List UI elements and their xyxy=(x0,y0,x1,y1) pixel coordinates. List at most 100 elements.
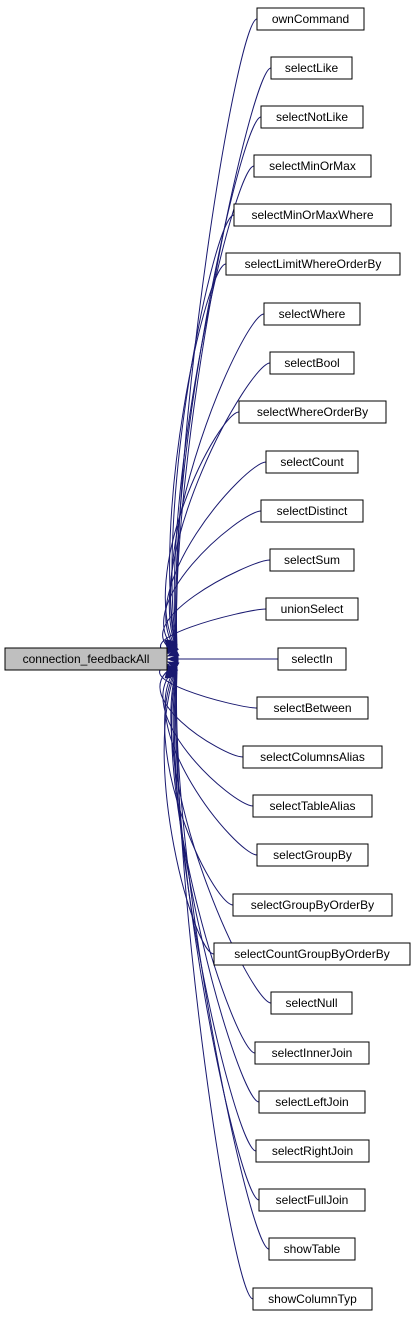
edges-layer xyxy=(159,18,278,1300)
root-node-box xyxy=(4,647,168,671)
caller-node-label: selectGroupByOrderBy xyxy=(251,898,374,912)
caller-node-label: selectWhereOrderBy xyxy=(257,405,368,419)
edge-selectTableAlias xyxy=(162,666,254,807)
edge-selectInnerJoin xyxy=(171,666,256,1054)
edge-selectGroupBy xyxy=(164,666,258,856)
caller-node-selectBool[interactable]: selectBool xyxy=(269,351,355,375)
caller-node-box xyxy=(269,351,355,375)
edge-selectWhere xyxy=(170,313,265,652)
caller-node-label: selectSum xyxy=(284,553,340,567)
caller-node-showTable[interactable]: showTable xyxy=(268,1237,356,1261)
edge-selectSum xyxy=(162,559,271,654)
caller-node-box xyxy=(238,400,387,424)
arrowhead-selectIn xyxy=(166,654,179,664)
edge-selectLeftJoin xyxy=(172,666,260,1103)
edge-selectGroupByOrderBy xyxy=(164,666,234,906)
caller-node-selectLeftJoin[interactable]: selectLeftJoin xyxy=(258,1090,366,1114)
caller-node-label: selectTableAlias xyxy=(269,799,355,813)
edge-selectCount xyxy=(165,461,267,652)
arrowhead-unionSelect xyxy=(166,647,180,657)
caller-node-box xyxy=(265,450,359,474)
caller-node-label: selectWhere xyxy=(279,307,346,321)
caller-node-label: unionSelect xyxy=(281,602,344,616)
nodes-layer: connection_feedbackAll ownCommand selectL… xyxy=(4,7,411,1311)
caller-node-box xyxy=(252,1287,373,1311)
caller-node-showColumnTyp[interactable]: showColumnTyp xyxy=(252,1287,373,1311)
caller-node-label: selectRightJoin xyxy=(272,1144,353,1158)
edge-selectCountGroupByOrderBy xyxy=(163,666,215,955)
root-node[interactable]: connection_feedbackAll xyxy=(4,647,168,671)
caller-node-selectGroupByOrderBy[interactable]: selectGroupByOrderBy xyxy=(232,893,393,917)
caller-node-selectDistinct[interactable]: selectDistinct xyxy=(260,499,364,523)
caller-node-selectCount[interactable]: selectCount xyxy=(265,450,359,474)
caller-node-label: selectNotLike xyxy=(276,110,348,124)
caller-node-box xyxy=(258,1188,366,1212)
caller-node-selectWhere[interactable]: selectWhere xyxy=(263,302,361,326)
caller-node-box xyxy=(256,7,365,31)
caller-node-label: selectFullJoin xyxy=(276,1193,349,1207)
edge-selectBool xyxy=(168,362,271,652)
caller-node-label: selectLike xyxy=(285,61,339,75)
caller-node-box xyxy=(232,893,393,917)
caller-node-label: selectGroupBy xyxy=(273,848,352,862)
edge-selectFullJoin xyxy=(175,666,260,1201)
caller-node-selectTableAlias[interactable]: selectTableAlias xyxy=(252,794,373,818)
caller-node-box xyxy=(265,597,359,621)
caller-node-label: selectColumnsAlias xyxy=(260,750,365,764)
caller-node-box xyxy=(255,1139,370,1163)
caller-node-label: selectNull xyxy=(285,996,337,1010)
caller-node-box xyxy=(258,1090,366,1114)
edge-showTable xyxy=(175,666,270,1250)
caller-node-box xyxy=(256,696,369,720)
caller-node-selectBetween[interactable]: selectBetween xyxy=(256,696,369,720)
caller-node-selectNull[interactable]: selectNull xyxy=(270,991,353,1015)
caller-node-selectRightJoin[interactable]: selectRightJoin xyxy=(255,1139,370,1163)
caller-node-label: selectIn xyxy=(291,652,332,666)
caller-node-label: showTable xyxy=(284,1242,341,1256)
caller-node-label: selectLeftJoin xyxy=(275,1095,348,1109)
edge-selectDistinct xyxy=(163,510,262,652)
caller-node-box xyxy=(253,154,372,178)
caller-node-label: ownCommand xyxy=(272,12,349,26)
caller-node-label: selectCount xyxy=(280,455,344,469)
caller-node-box xyxy=(252,794,373,818)
caller-node-box xyxy=(254,1041,370,1065)
caller-node-label: selectMinOrMaxWhere xyxy=(251,208,373,222)
caller-node-selectMinOrMaxWhere[interactable]: selectMinOrMaxWhere xyxy=(233,203,392,227)
caller-node-selectGroupBy[interactable]: selectGroupBy xyxy=(256,843,369,867)
caller-node-selectNotLike[interactable]: selectNotLike xyxy=(260,105,364,129)
caller-node-box xyxy=(260,105,364,129)
caller-node-label: selectBetween xyxy=(273,701,351,715)
caller-node-selectWhereOrderBy[interactable]: selectWhereOrderBy xyxy=(238,400,387,424)
caller-node-box xyxy=(270,991,353,1015)
caller-node-box xyxy=(225,252,401,276)
edge-selectColumnsAlias xyxy=(159,664,244,758)
caller-node-box xyxy=(268,1237,356,1261)
caller-node-selectFullJoin[interactable]: selectFullJoin xyxy=(258,1188,366,1212)
root-node-label: connection_feedbackAll xyxy=(23,652,150,666)
caller-node-ownCommand[interactable]: ownCommand xyxy=(256,7,365,31)
caller-node-label: selectLimitWhereOrderBy xyxy=(245,257,382,271)
caller-node-selectLike[interactable]: selectLike xyxy=(270,56,353,80)
caller-node-box xyxy=(213,942,411,966)
caller-node-label: showColumnTyp xyxy=(268,1292,357,1306)
caller-node-label: selectDistinct xyxy=(277,504,348,518)
caller-node-label: selectMinOrMax xyxy=(269,159,356,173)
caller-node-box xyxy=(260,499,364,523)
caller-node-selectLimitWhereOrderBy[interactable]: selectLimitWhereOrderBy xyxy=(225,252,401,276)
caller-node-box xyxy=(270,56,353,80)
edge-showColumnTyp xyxy=(175,666,254,1300)
caller-node-selectInnerJoin[interactable]: selectInnerJoin xyxy=(254,1041,370,1065)
caller-node-box xyxy=(233,203,392,227)
edge-selectNotLike xyxy=(175,116,262,652)
caller-node-unionSelect[interactable]: unionSelect xyxy=(265,597,359,621)
caller-node-selectColumnsAlias[interactable]: selectColumnsAlias xyxy=(242,745,383,769)
caller-node-selectCountGroupByOrderBy[interactable]: selectCountGroupByOrderBy xyxy=(213,942,411,966)
caller-node-selectMinOrMax[interactable]: selectMinOrMax xyxy=(253,154,372,178)
caller-node-selectIn[interactable]: selectIn xyxy=(277,647,347,671)
caller-node-box xyxy=(256,843,369,867)
edge-selectNull xyxy=(170,666,272,1004)
caller-node-selectSum[interactable]: selectSum xyxy=(269,548,355,572)
caller-node-box xyxy=(263,302,361,326)
